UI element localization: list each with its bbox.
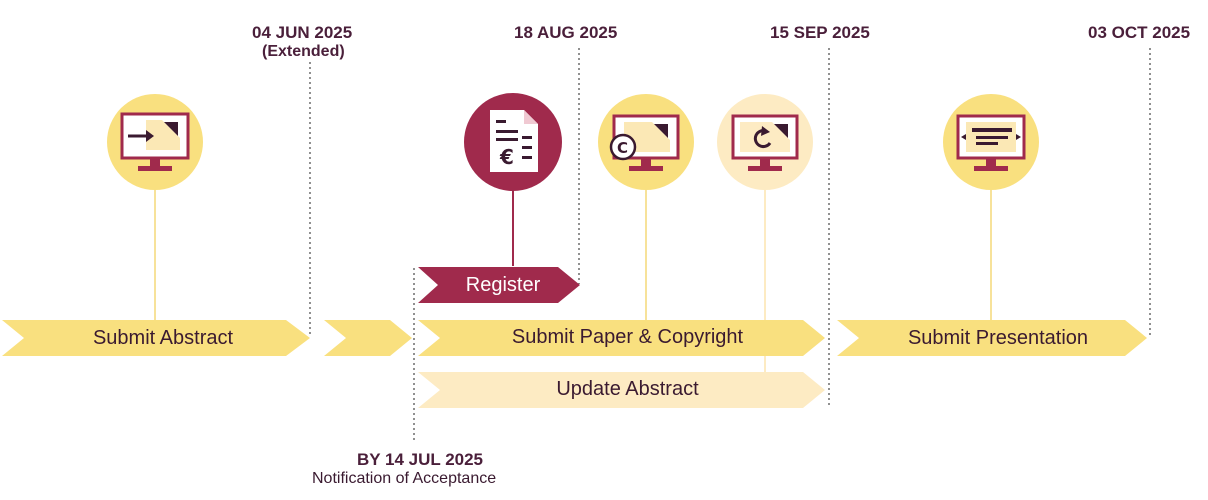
band-register <box>418 267 580 303</box>
label-register: Register <box>465 274 541 296</box>
monitor-presentation-icon <box>943 94 1039 190</box>
band-update-abstract <box>418 372 825 408</box>
date-aug: 18 AUG 2025 <box>514 23 618 42</box>
date-oct: 03 OCT 2025 <box>1088 23 1191 42</box>
band-submit-paper <box>418 320 825 356</box>
label-submit-paper: Submit Paper & Copyright <box>511 326 744 348</box>
invoice-euro-icon: € <box>464 93 562 191</box>
band-gap <box>324 320 412 356</box>
band-submit-presentation <box>837 320 1147 356</box>
label-submit-presentation: Submit Presentation <box>907 327 1089 349</box>
monitor-refresh-icon <box>717 94 813 190</box>
monitor-submit-icon <box>107 94 203 190</box>
band-submit-abstract <box>2 320 310 356</box>
svg-text:C: C <box>617 139 628 157</box>
notification-label: Notification of Acceptance <box>312 470 497 487</box>
date-jun-note: (Extended) <box>262 43 345 60</box>
label-update-abstract: Update Abstract <box>556 378 699 400</box>
date-jun: 04 JUN 2025 <box>252 23 353 42</box>
monitor-copyright-icon: C <box>598 94 694 190</box>
date-sep: 15 SEP 2025 <box>770 23 870 42</box>
svg-text:€: € <box>499 145 514 169</box>
label-submit-abstract: Submit Abstract <box>92 327 234 349</box>
date-jul: BY 14 JUL 2025 <box>357 450 484 469</box>
